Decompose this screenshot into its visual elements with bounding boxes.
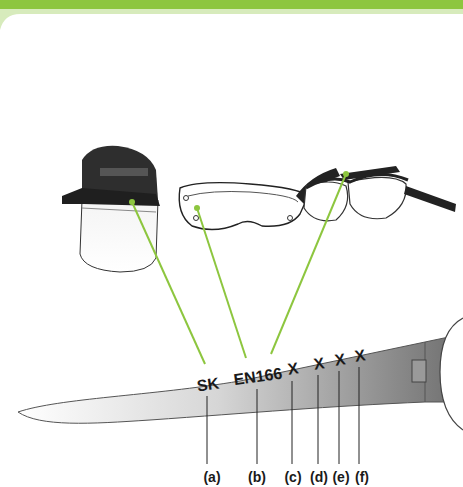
- leader-dots: [129, 171, 349, 211]
- band-curve: [0, 9, 463, 30]
- callout-letter: (e): [332, 470, 349, 484]
- marking-text: X: [334, 351, 347, 368]
- safety-spectacles: [304, 166, 456, 221]
- marking-text: X: [313, 355, 326, 372]
- face-shield: [62, 146, 160, 272]
- callout-letter: (d): [310, 470, 328, 484]
- marking-text: X: [354, 347, 367, 364]
- callout-letter: (c): [284, 470, 301, 484]
- top-band: [0, 0, 463, 9]
- marking-text: SK: [196, 376, 220, 395]
- temple-arm: [18, 318, 463, 430]
- callout-letter: (b): [248, 470, 266, 484]
- callout-letter: (f): [355, 470, 369, 484]
- callout-letter: (a): [203, 470, 220, 484]
- marking-text: X: [287, 360, 300, 377]
- leader-lines: [132, 174, 346, 364]
